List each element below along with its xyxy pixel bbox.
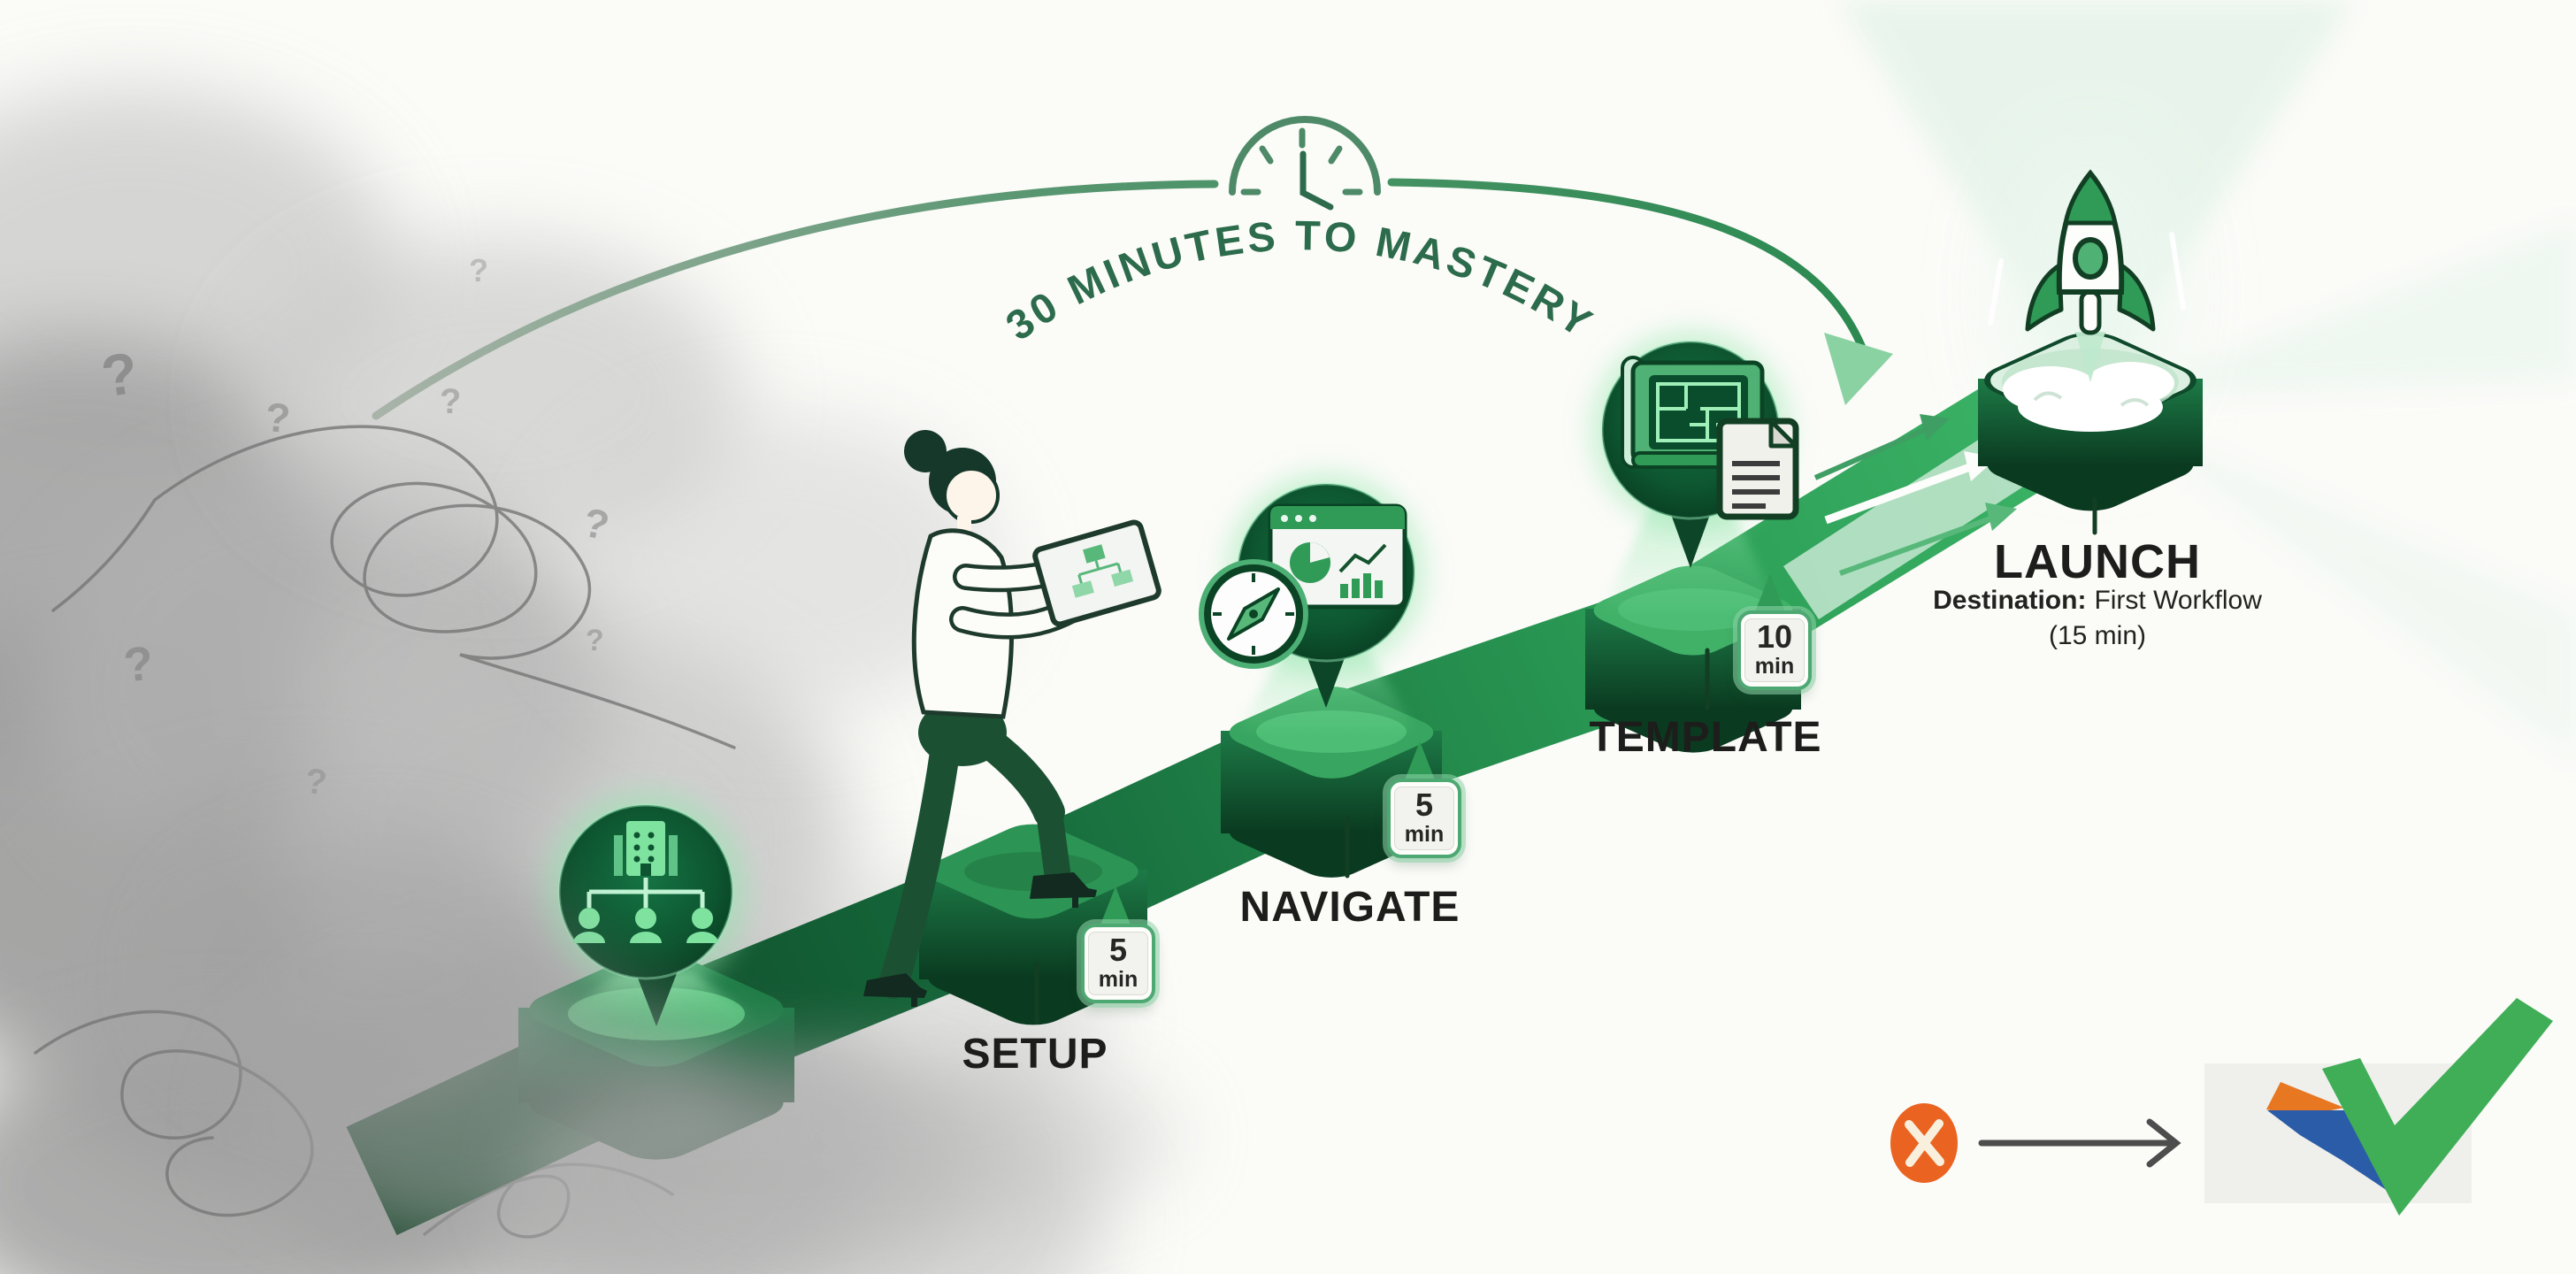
x-cross-icon: [1890, 1103, 1958, 1183]
template-pin: [1590, 329, 1799, 609]
rocket-icon: [1988, 169, 2186, 382]
launch-light-rays: [1840, 0, 2576, 761]
navigate-pin: [1199, 472, 1427, 730]
transformation-summary: [1890, 998, 2553, 1216]
arc-arrowhead: [1824, 333, 1893, 405]
org-chart-icon: [573, 821, 718, 943]
fog-overlay: [177, 849, 1177, 1274]
arc-title: 30 MINUTES TO MASTERY: [997, 211, 1603, 349]
logo-orange-wing: [2266, 1082, 2344, 1117]
transition-arrow: [1978, 1118, 2181, 1168]
smoke-clouds: [2003, 362, 2174, 432]
woman-figure: [863, 430, 1162, 1007]
badge-pointers: [1100, 573, 1786, 927]
logo-green-check: [2322, 998, 2553, 1216]
tablet: [1032, 519, 1162, 627]
setup-pin: [543, 789, 754, 1026]
checkmark-logo: [2204, 998, 2553, 1216]
blueprint-document-icon: [1621, 356, 1799, 520]
dashboard-compass-icon: [1199, 503, 1407, 669]
clock-icon: [1229, 116, 1381, 211]
connector-stems: [1034, 497, 2097, 1025]
